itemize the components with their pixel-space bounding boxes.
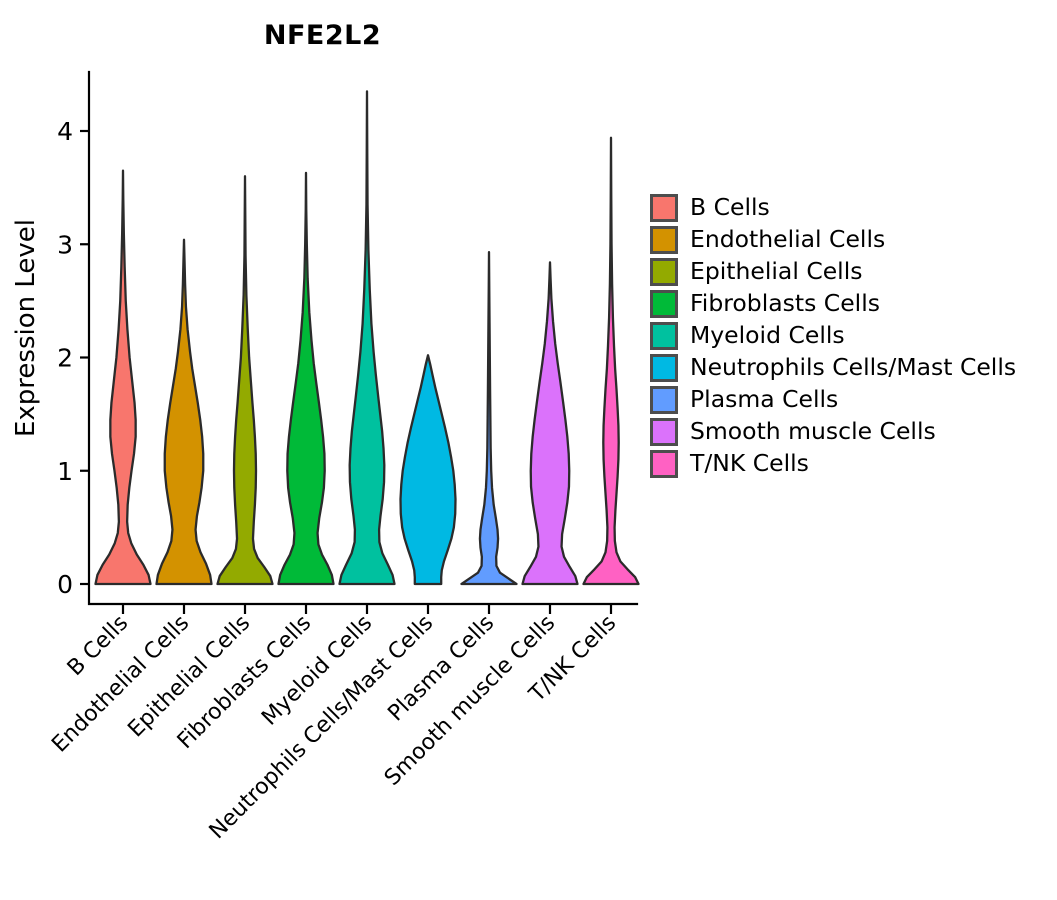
violin-shape[interactable]: [399, 354, 457, 586]
legend-swatch-icon: [650, 354, 678, 382]
legend-item-label: Endothelial Cells: [690, 225, 886, 254]
violin-shape[interactable]: [277, 171, 335, 586]
legend-swatch-icon: [650, 450, 678, 478]
violin-shape[interactable]: [460, 251, 518, 586]
y-axis-title: Expression Level: [11, 219, 41, 437]
violin-shape[interactable]: [216, 175, 274, 586]
legend-swatch-icon: [650, 194, 678, 222]
legend-item[interactable]: T/NK Cells: [650, 448, 1016, 480]
legend-swatch-icon: [650, 322, 678, 350]
legend-item-label: Epithelial Cells: [690, 257, 863, 286]
y-tick-label: 0: [57, 570, 73, 599]
axes: [87, 70, 639, 606]
legend-item[interactable]: Fibroblasts Cells: [650, 288, 1016, 320]
legend-item-label: Smooth muscle Cells: [690, 417, 936, 446]
y-tick-label: 2: [57, 344, 73, 373]
violin-shape[interactable]: [582, 136, 640, 586]
legend-item[interactable]: B Cells: [650, 192, 1016, 224]
y-axis-ticks: 0 1 2 3 4: [57, 117, 89, 599]
legend-item[interactable]: Myeloid Cells: [650, 320, 1016, 352]
x-tick-label[interactable]: Neutrophils Cells/Mast Cells: [205, 611, 439, 845]
legend-item[interactable]: Plasma Cells: [650, 384, 1016, 416]
legend-swatch-icon: [650, 290, 678, 318]
legend-item-label: Plasma Cells: [690, 385, 839, 414]
violin-shape[interactable]: [155, 238, 213, 586]
legend-swatch-icon: [650, 386, 678, 414]
legend-item-label: Myeloid Cells: [690, 321, 845, 350]
y-tick-label: 4: [57, 117, 73, 146]
violin-shape[interactable]: [338, 90, 396, 586]
y-tick-label: 1: [57, 457, 73, 486]
violins: [94, 90, 640, 586]
legend-item[interactable]: Smooth muscle Cells: [650, 416, 1016, 448]
legend-swatch-icon: [650, 418, 678, 446]
y-tick-label: 3: [57, 230, 73, 259]
violin-shape[interactable]: [521, 261, 579, 586]
legend-swatch-icon: [650, 226, 678, 254]
legend-item-label: T/NK Cells: [690, 449, 809, 478]
legend-item[interactable]: Endothelial Cells: [650, 224, 1016, 256]
axis-lines: [87, 70, 639, 606]
legend-item-label: Fibroblasts Cells: [690, 289, 880, 318]
legend-item-label: B Cells: [690, 193, 770, 222]
x-tick-label[interactable]: Plasma Cells: [383, 611, 499, 727]
legend-item[interactable]: Epithelial Cells: [650, 256, 1016, 288]
violin-shape[interactable]: [94, 169, 152, 586]
page-title: NFE2L2: [263, 20, 382, 51]
legend-swatch-icon: [650, 258, 678, 286]
legend-item[interactable]: Neutrophils Cells/Mast Cells: [650, 352, 1016, 384]
legend-item-label: Neutrophils Cells/Mast Cells: [690, 353, 1017, 382]
